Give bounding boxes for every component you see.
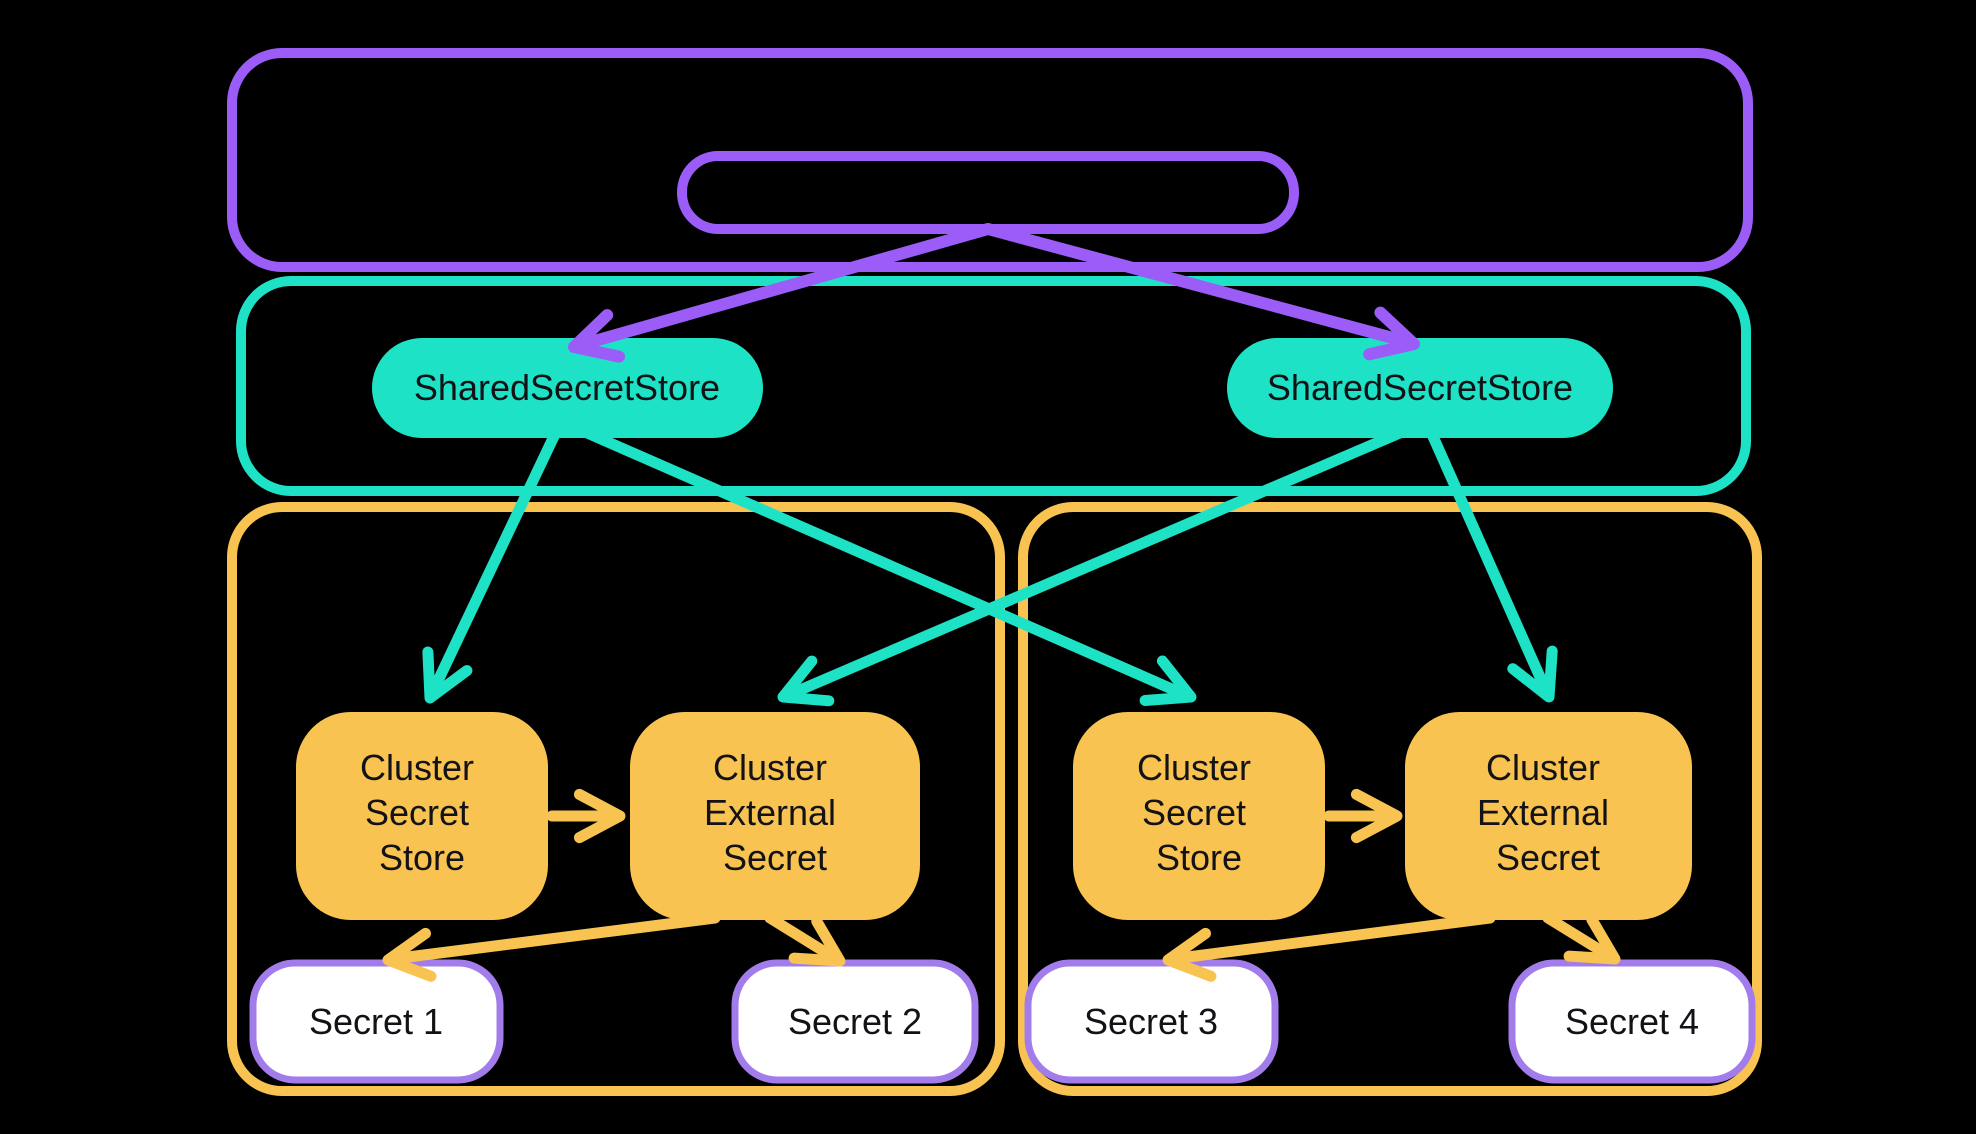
sharedsecretstore-pill-1: [372, 338, 763, 438]
secret-1-pill: [249, 959, 504, 1084]
arrowhead-ces2-left-icon: [1350, 788, 1403, 844]
connector-ces1-to-secret1: [394, 912, 721, 964]
arrowhead-secret2-icon: [788, 915, 846, 967]
teal-container: [236, 276, 1751, 496]
secret-2-label: Secret 2: [788, 1001, 922, 1042]
sharedsecretstore-label-1: SharedSecretStore: [414, 367, 720, 408]
secret-4-pill: [1508, 959, 1756, 1084]
arrowhead-store-1-icon: [568, 309, 625, 363]
cluster-1-external-secret-box: [630, 712, 920, 920]
connector-store1-to-css2: [579, 426, 1187, 699]
connector-ces2-to-secret4: [1542, 912, 1614, 961]
arrowhead-store-2-icon: [1363, 306, 1420, 361]
cluster-1-container: [227, 502, 1005, 1096]
secret-3-pill: [1024, 959, 1279, 1084]
cluster-2-secret-store-box: [1073, 712, 1325, 920]
connector-ces2-to-secret3: [1174, 912, 1496, 964]
sharedsecretstore-label-2: SharedSecretStore: [1267, 367, 1573, 408]
arrowhead-css1-icon: [422, 646, 473, 704]
arrowhead-secret3-icon: [1162, 927, 1217, 982]
secret-4-label: Secret 4: [1565, 1001, 1699, 1042]
cluster-2-external-secret-label: Cluster External Secret: [1477, 747, 1619, 878]
arrowhead-css2-icon: [1139, 655, 1197, 706]
connector-store2-to-ces1: [787, 426, 1408, 699]
connector-store1-to-css1: [430, 426, 562, 691]
secret-2-pill: [731, 959, 979, 1084]
cluster-2-external-secret-box: [1405, 712, 1692, 920]
arrowhead-secret4-icon: [1563, 913, 1621, 965]
cluster-2-container: [1018, 502, 1762, 1096]
arrowhead-ces1-icon: [777, 655, 835, 707]
arrowhead-ces2-icon: [1507, 645, 1558, 703]
purple-inner-pill: [677, 151, 1299, 234]
connector-pill-to-store-1: [578, 223, 994, 350]
cluster-1-secret-store-label: Cluster Secret Store: [360, 747, 484, 878]
arrowhead-secret1-icon: [382, 927, 437, 982]
arrowhead-ces1-left-icon: [573, 788, 626, 844]
sharedsecretstore-pill-2: [1227, 338, 1613, 438]
connector-ces1-to-secret2: [764, 912, 839, 963]
connector-pill-to-store-2: [982, 223, 1410, 347]
cluster-1-secret-store-box: [296, 712, 548, 920]
cluster-1-external-secret-label: Cluster External Secret: [704, 747, 846, 878]
cluster-2-secret-store-label: Cluster Secret Store: [1137, 747, 1261, 878]
secret-3-label: Secret 3: [1084, 1001, 1218, 1042]
connector-store2-to-ces2: [1425, 426, 1550, 692]
secret-1-label: Secret 1: [309, 1001, 443, 1042]
outer-purple-container: [227, 48, 1753, 272]
